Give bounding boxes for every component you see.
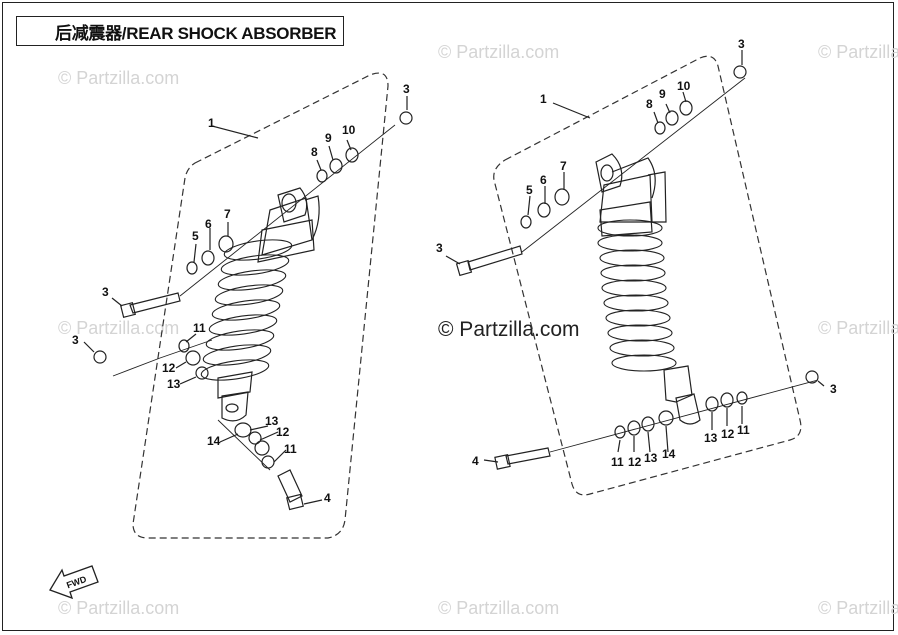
left-upper-bolt (119, 292, 181, 319)
callout-label: 14 (207, 434, 221, 448)
right-lower-bolt (494, 447, 551, 470)
callout-label: 7 (224, 207, 231, 221)
watermark: © Partzilla.com (818, 598, 898, 618)
callout-label: 11 (737, 423, 750, 437)
callout-label: 12 (721, 427, 735, 441)
watermark: © Partzilla.com (818, 318, 898, 338)
callout-label: 7 (560, 159, 567, 173)
right-assembly-boundary (493, 55, 802, 496)
left-assembly-boundary (132, 72, 389, 539)
right-lower-bushings (614, 370, 819, 439)
watermark: © Partzilla.com (438, 42, 560, 62)
watermark: © Partzilla.com (58, 598, 180, 618)
diagram-title: 后减震器/REAR SHOCK ABSORBER (55, 23, 337, 43)
callout-label: 8 (646, 97, 653, 111)
callout-label: 13 (167, 377, 181, 391)
title-block: 后减震器/REAR SHOCK ABSORBER (16, 16, 344, 46)
left-shock-absorber (200, 187, 320, 422)
callout-label: 10 (342, 123, 356, 137)
callout-label: 11 (611, 455, 624, 469)
callout-label: 3 (403, 82, 410, 96)
watermark: © Partzilla.com (818, 42, 898, 62)
callout-label: 13 (265, 414, 279, 428)
callout-label: 3 (102, 285, 109, 299)
callout-label: 5 (526, 183, 533, 197)
callout-label: 9 (659, 87, 666, 101)
left-lower-bolt (277, 469, 304, 511)
callout-label: 6 (205, 217, 212, 231)
right-shock-absorber (595, 153, 701, 425)
callout-label: 13 (644, 451, 658, 465)
callout-label: 1 (540, 92, 547, 106)
left-upper-bushings (186, 111, 413, 275)
callout-label: 9 (325, 131, 332, 145)
callout-label: 3 (738, 37, 745, 51)
callout-label: 12 (162, 361, 176, 375)
right-upper-bolt (455, 245, 523, 277)
left-lower-bushings (93, 339, 275, 469)
callout-label: 4 (324, 491, 331, 505)
callout-label: 8 (311, 145, 318, 159)
callout-label: 11 (284, 442, 297, 456)
callout-label: 1 (208, 116, 215, 130)
watermark: © Partzilla.com (438, 598, 560, 618)
callout-label: 5 (192, 229, 199, 243)
callout-label: 3 (830, 382, 837, 396)
watermark: © Partzilla.com (58, 68, 180, 88)
callout-label: 12 (628, 455, 642, 469)
fwd-arrow (49, 565, 99, 600)
callout-label: 3 (436, 241, 443, 255)
watermark: © Partzilla.com (58, 318, 180, 338)
right-upper-bushings (520, 65, 747, 229)
callout-label: 14 (662, 447, 676, 461)
callout-label: 3 (72, 333, 79, 347)
callout-label: 11 (193, 321, 206, 335)
callout-label: 12 (276, 425, 290, 439)
callout-label: 10 (677, 79, 691, 93)
callout-label: 6 (540, 173, 547, 187)
callout-label: 13 (704, 431, 718, 445)
watermark-center: © Partzilla.com (438, 318, 580, 341)
callout-label: 4 (472, 454, 479, 468)
fwd-label: FWD (65, 574, 88, 591)
